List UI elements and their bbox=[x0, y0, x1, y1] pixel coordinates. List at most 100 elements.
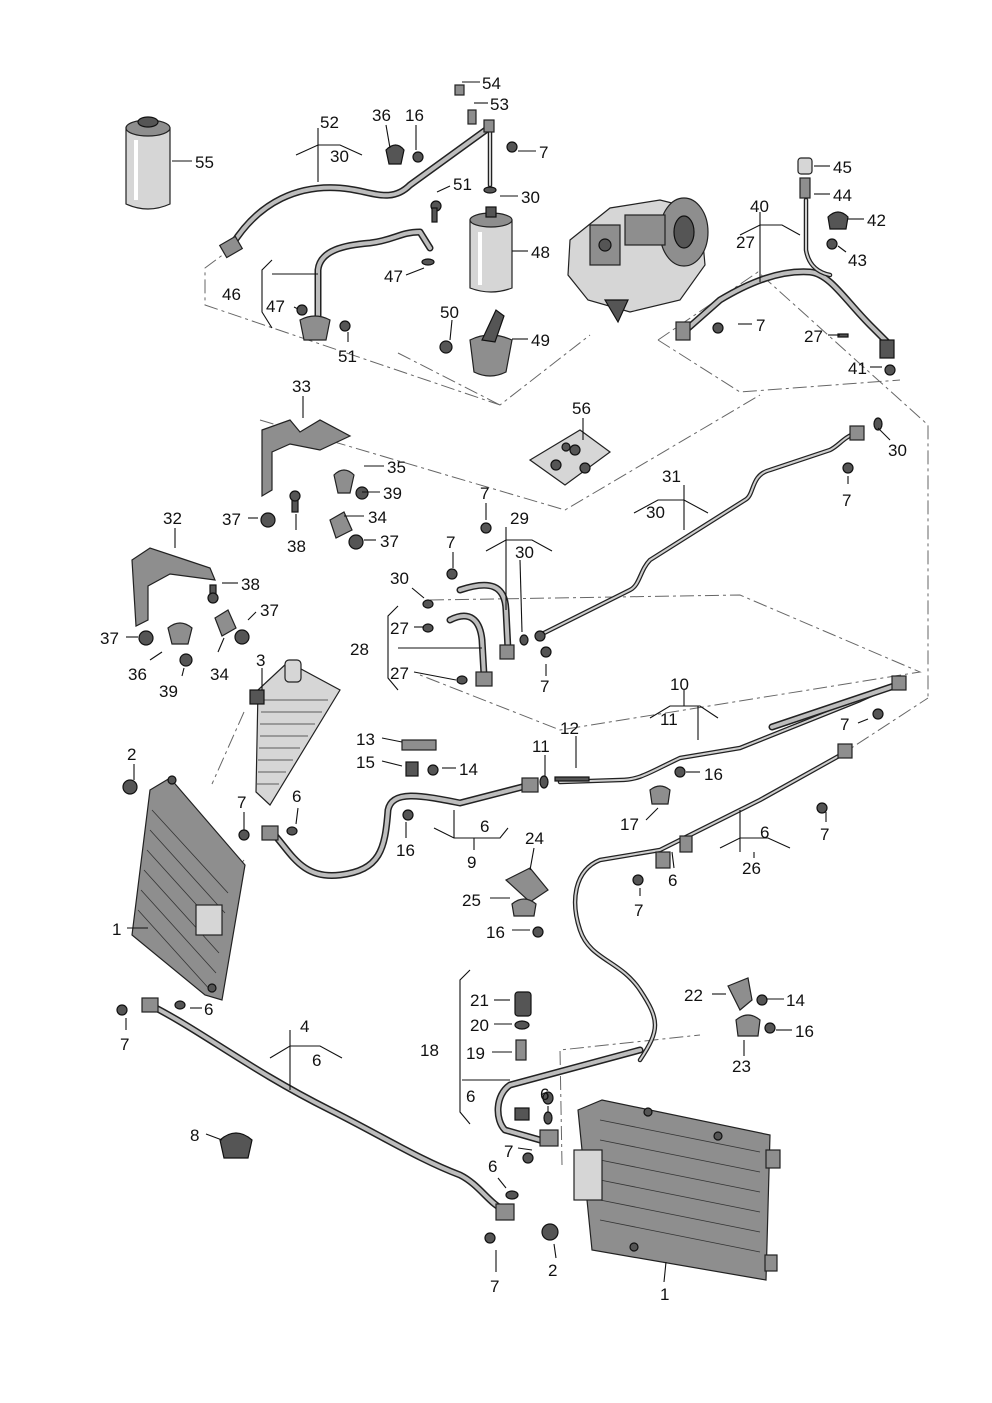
callout-6: 6 bbox=[760, 823, 769, 842]
line-clip-22-23 bbox=[727, 977, 776, 1037]
callout-51: 51 bbox=[453, 175, 472, 194]
condenser-left bbox=[122, 775, 246, 1001]
callout-7: 7 bbox=[480, 484, 489, 503]
callout-2: 2 bbox=[548, 1261, 557, 1280]
callout-7: 7 bbox=[446, 533, 455, 552]
callout-4: 4 bbox=[300, 1017, 309, 1036]
callout-48: 48 bbox=[531, 243, 550, 262]
callout-1: 1 bbox=[112, 920, 121, 939]
callout-41: 41 bbox=[848, 359, 867, 378]
callout-27: 27 bbox=[736, 233, 755, 252]
callout-27: 27 bbox=[804, 327, 823, 346]
callout-36: 36 bbox=[372, 106, 391, 125]
callout-16: 16 bbox=[405, 106, 424, 125]
callout-6: 6 bbox=[466, 1087, 475, 1106]
callout-7: 7 bbox=[539, 143, 548, 162]
callout-56: 56 bbox=[572, 399, 591, 418]
callout-7: 7 bbox=[840, 715, 849, 734]
callout-7: 7 bbox=[842, 491, 851, 510]
callout-25: 25 bbox=[462, 891, 481, 910]
callout-39: 39 bbox=[383, 484, 402, 503]
condenser-upper-section bbox=[249, 659, 341, 806]
pressure-line-10 bbox=[539, 675, 907, 805]
callout-9: 9 bbox=[467, 853, 476, 872]
callout-30: 30 bbox=[330, 147, 349, 166]
callout-17: 17 bbox=[620, 815, 639, 834]
callout-14: 14 bbox=[786, 991, 805, 1010]
callout-6: 6 bbox=[668, 871, 677, 890]
callout-22: 22 bbox=[684, 986, 703, 1005]
callout-11: 11 bbox=[660, 710, 678, 729]
callout-55: 55 bbox=[195, 153, 214, 172]
callout-32: 32 bbox=[163, 509, 182, 528]
callout-16: 16 bbox=[795, 1022, 814, 1041]
callout-53: 53 bbox=[490, 95, 509, 114]
callout-35: 35 bbox=[387, 458, 406, 477]
callout-47: 47 bbox=[384, 267, 403, 286]
callout-7: 7 bbox=[504, 1142, 513, 1161]
callout-11: 11 bbox=[532, 737, 550, 756]
callout-44: 44 bbox=[833, 186, 852, 205]
callout-54: 54 bbox=[482, 74, 501, 93]
callout-38: 38 bbox=[287, 537, 306, 556]
callout-21: 21 bbox=[470, 991, 489, 1010]
callout-29: 29 bbox=[510, 509, 529, 528]
callout-37: 37 bbox=[222, 510, 241, 529]
refrigerant-oil-can bbox=[125, 116, 171, 210]
callout-15: 15 bbox=[356, 753, 375, 772]
callout-30: 30 bbox=[390, 569, 409, 588]
callout-42: 42 bbox=[867, 211, 886, 230]
callout-8: 8 bbox=[190, 1126, 199, 1145]
callout-6: 6 bbox=[292, 787, 301, 806]
callout-7: 7 bbox=[120, 1035, 129, 1054]
bracket-24-25 bbox=[504, 867, 549, 938]
callout-labels: 55 52 30 36 16 54 53 7 51 30 48 47 46 47… bbox=[100, 74, 907, 1304]
callout-26: 26 bbox=[742, 859, 761, 878]
ac-compressor bbox=[567, 197, 709, 324]
callout-6: 6 bbox=[540, 1085, 549, 1104]
callout-leader-lines bbox=[125, 81, 891, 1283]
callout-23: 23 bbox=[732, 1057, 751, 1076]
callout-31: 31 bbox=[662, 467, 681, 486]
callout-51: 51 bbox=[338, 347, 357, 366]
callout-52: 52 bbox=[320, 113, 339, 132]
callout-20: 20 bbox=[470, 1016, 489, 1035]
pressure-sensor-group bbox=[514, 991, 554, 1121]
callout-30: 30 bbox=[521, 188, 540, 207]
pressure-pipe-assembly bbox=[534, 417, 883, 642]
callout-7: 7 bbox=[237, 793, 246, 812]
callout-24: 24 bbox=[525, 829, 544, 848]
callout-30: 30 bbox=[888, 441, 907, 460]
liquid-pipe-26 bbox=[494, 743, 853, 1164]
callout-46: 46 bbox=[222, 285, 241, 304]
callout-12: 12 bbox=[560, 719, 579, 738]
callout-30: 30 bbox=[646, 503, 665, 522]
line-bracket-lower bbox=[131, 547, 250, 667]
hose-9 bbox=[238, 739, 539, 880]
receiver-drier bbox=[469, 206, 513, 293]
callout-47: 47 bbox=[266, 297, 285, 316]
callout-16: 16 bbox=[396, 841, 415, 860]
callout-27: 27 bbox=[390, 664, 409, 683]
callout-34: 34 bbox=[210, 665, 229, 684]
callout-39: 39 bbox=[159, 682, 178, 701]
callout-6: 6 bbox=[312, 1051, 321, 1070]
callout-13: 13 bbox=[356, 730, 375, 749]
callout-3: 3 bbox=[256, 651, 265, 670]
callout-27: 27 bbox=[390, 619, 409, 638]
callout-34: 34 bbox=[368, 508, 387, 527]
liquid-hose-assembly bbox=[296, 200, 442, 341]
callout-45: 45 bbox=[833, 158, 852, 177]
callout-37: 37 bbox=[380, 532, 399, 551]
callout-7: 7 bbox=[634, 901, 643, 920]
callout-6: 6 bbox=[204, 1000, 213, 1019]
callout-10: 10 bbox=[670, 675, 689, 694]
callout-43: 43 bbox=[848, 251, 867, 270]
callout-1: 1 bbox=[660, 1285, 669, 1304]
callout-7: 7 bbox=[540, 677, 549, 696]
callout-40: 40 bbox=[750, 197, 769, 216]
callout-14: 14 bbox=[459, 760, 478, 779]
callout-30: 30 bbox=[515, 543, 534, 562]
callout-28: 28 bbox=[350, 640, 369, 659]
